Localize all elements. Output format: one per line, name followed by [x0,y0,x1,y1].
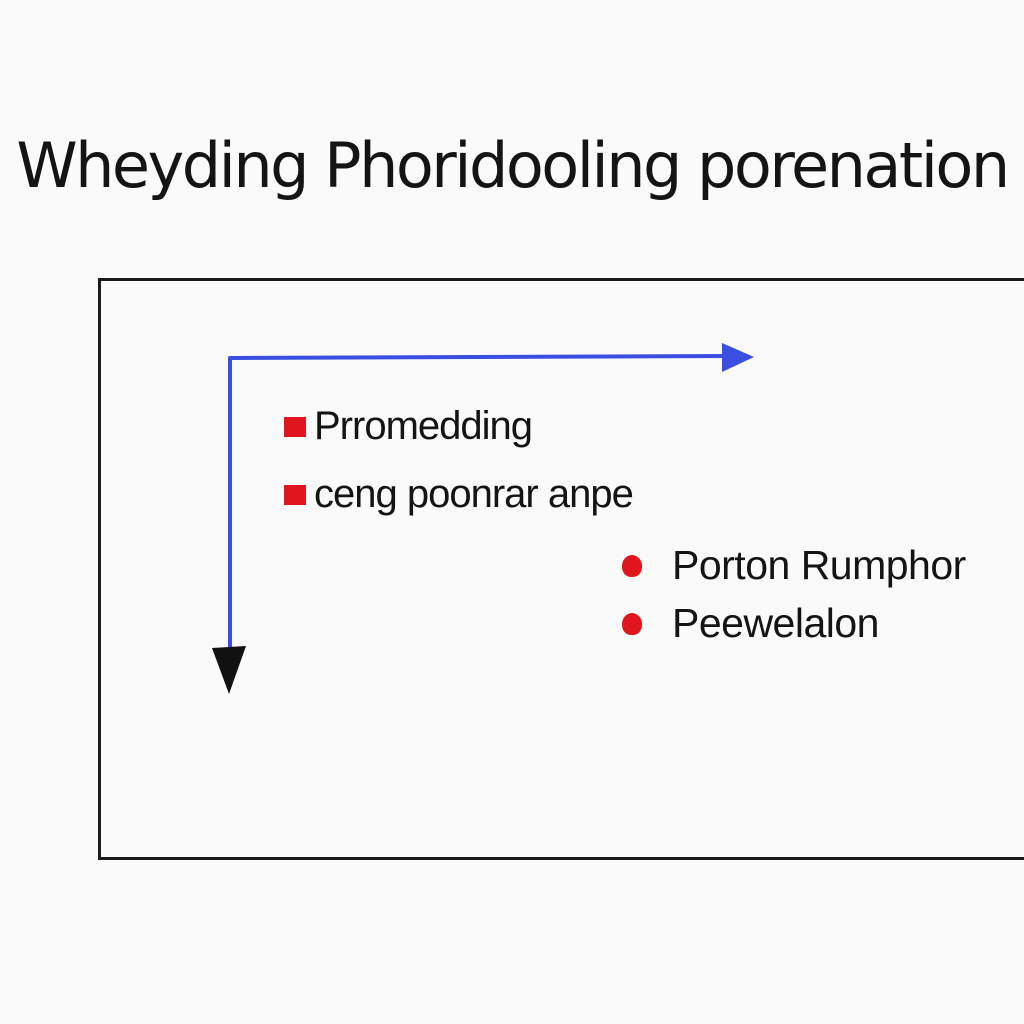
list-item: Porton Rumphor [622,542,966,589]
list-item-label: Porton Rumphor [672,542,966,588]
horizontal-arrowhead [722,343,754,372]
list-item: Peewelalon [622,600,880,647]
horizontal-arrow-shaft [228,354,730,360]
list-item-label: Prromedding [314,404,533,448]
diagram-frame [98,278,1024,860]
red-dot-marker [622,554,642,577]
list-item-label: ceng poonrar anpe [314,472,634,516]
diagram-title: Wheyding Phoridooling porenation [16,129,1010,202]
red-dot-marker [622,612,642,635]
list-item-label: Peewelalon [672,600,880,646]
list-item: Prromedding [284,404,533,449]
list-item: ceng poonrar anpe [284,472,634,517]
red-square-marker [284,484,306,505]
red-square-marker [284,416,306,437]
vertical-arrowhead [212,646,246,694]
